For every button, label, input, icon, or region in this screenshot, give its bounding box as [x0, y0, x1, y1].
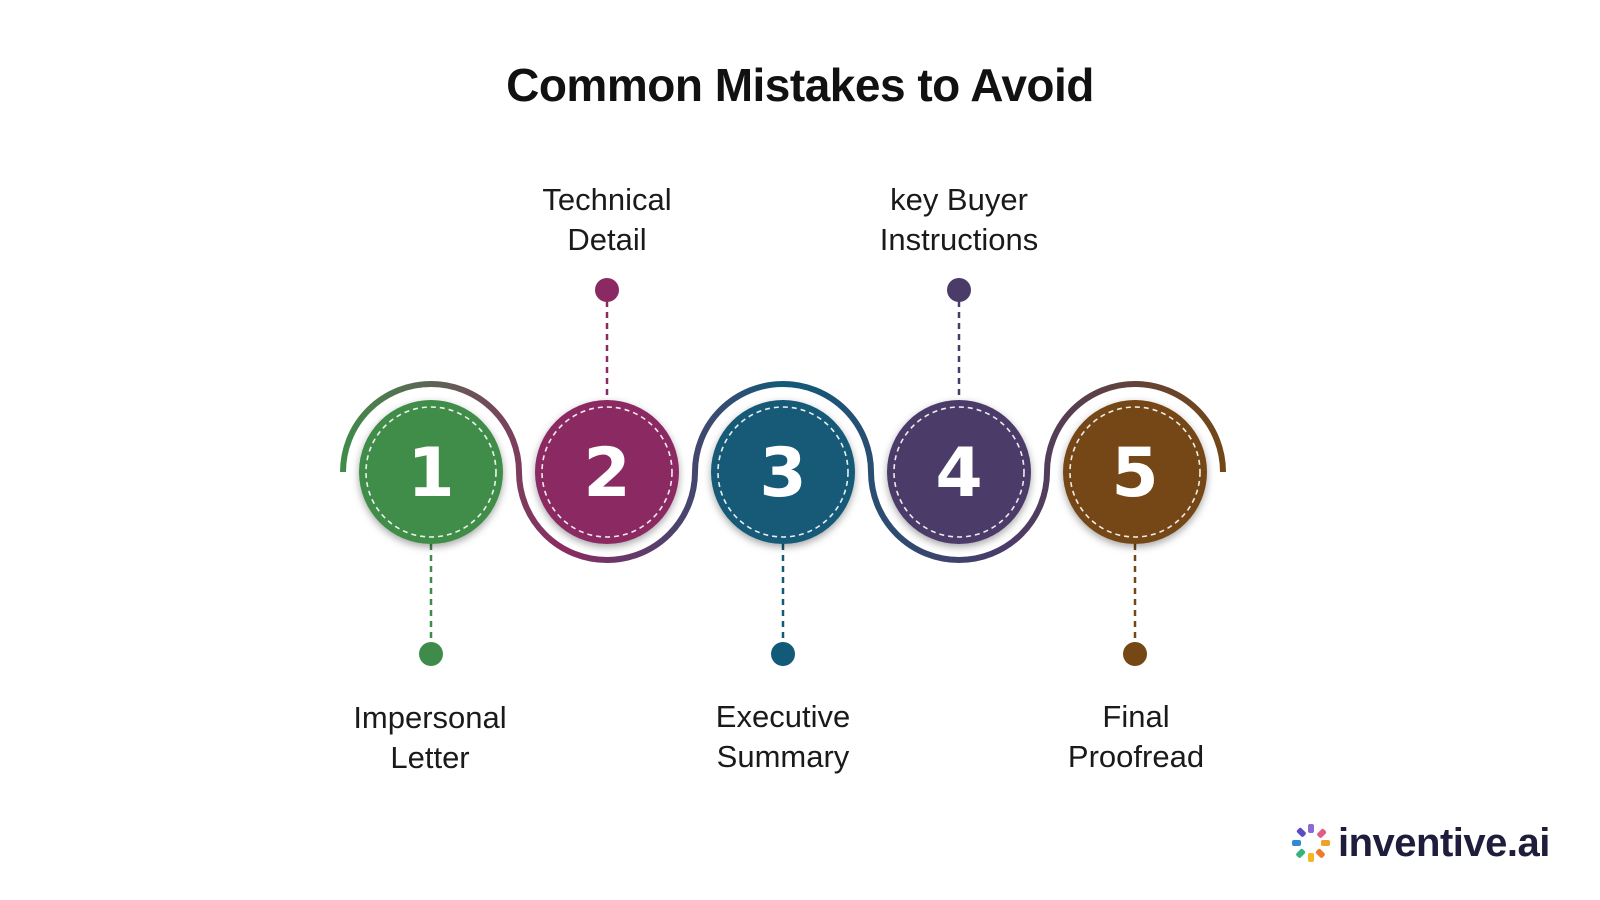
- step-3: 3: [711, 400, 855, 666]
- step-4-label-line1: key Buyer: [890, 182, 1028, 217]
- step-3-label: Executive Summary: [653, 697, 913, 777]
- step-1-dashed-ring: [365, 406, 497, 538]
- pinwheel-logo-icon: [1292, 824, 1330, 862]
- step-1-label-line2: Letter: [390, 740, 470, 775]
- step-3-number: 3: [759, 434, 806, 513]
- step-1-number: 1: [407, 434, 454, 513]
- step-4-dot: [947, 278, 971, 302]
- step-2-number: 2: [583, 434, 630, 513]
- step-2-dot: [595, 278, 619, 302]
- step-1-label-line1: Impersonal: [353, 700, 507, 735]
- step-5-label-line2: Proofread: [1067, 739, 1205, 774]
- step-3-label-line2: Summary: [716, 739, 850, 774]
- step-1-dot: [419, 642, 443, 666]
- brand-logo-text: inventive.ai: [1338, 820, 1550, 865]
- step-5-circle: [1063, 400, 1207, 544]
- step-4: 4: [887, 278, 1031, 544]
- step-5-label-line1: Final: [1102, 699, 1170, 734]
- step-2-circle: [535, 400, 679, 544]
- step-4-number: 4: [935, 434, 982, 513]
- step-1-label: Impersonal Letter: [300, 698, 560, 778]
- step-4-dashed-ring: [893, 406, 1025, 538]
- step-5: 5: [1063, 400, 1207, 666]
- step-5-dashed-ring: [1069, 406, 1201, 538]
- step-3-dot: [771, 642, 795, 666]
- step-4-label-line2: Instructions: [879, 222, 1039, 257]
- step-5-label: Final Proofread: [1006, 697, 1266, 777]
- step-2-label-line1: Technical: [542, 182, 672, 217]
- step-3-label-line1: Executive: [715, 699, 851, 734]
- step-1: 1: [359, 400, 503, 666]
- step-2-label-line2: Detail: [567, 222, 647, 257]
- step-3-dashed-ring: [717, 406, 849, 538]
- step-4-circle: [887, 400, 1031, 544]
- step-2-dashed-ring: [541, 406, 673, 538]
- step-2-label: Technical Detail: [477, 180, 737, 260]
- step-4-label: key Buyer Instructions: [829, 180, 1089, 260]
- page-title: Common Mistakes to Avoid: [506, 59, 1094, 111]
- step-5-dot: [1123, 642, 1147, 666]
- wave-connector: [340, 381, 1226, 563]
- brand-logo: inventive.ai: [1290, 818, 1550, 868]
- step-2: 2: [535, 278, 679, 544]
- step-3-circle: [711, 400, 855, 544]
- step-5-number: 5: [1111, 434, 1158, 513]
- step-1-circle: [359, 400, 503, 544]
